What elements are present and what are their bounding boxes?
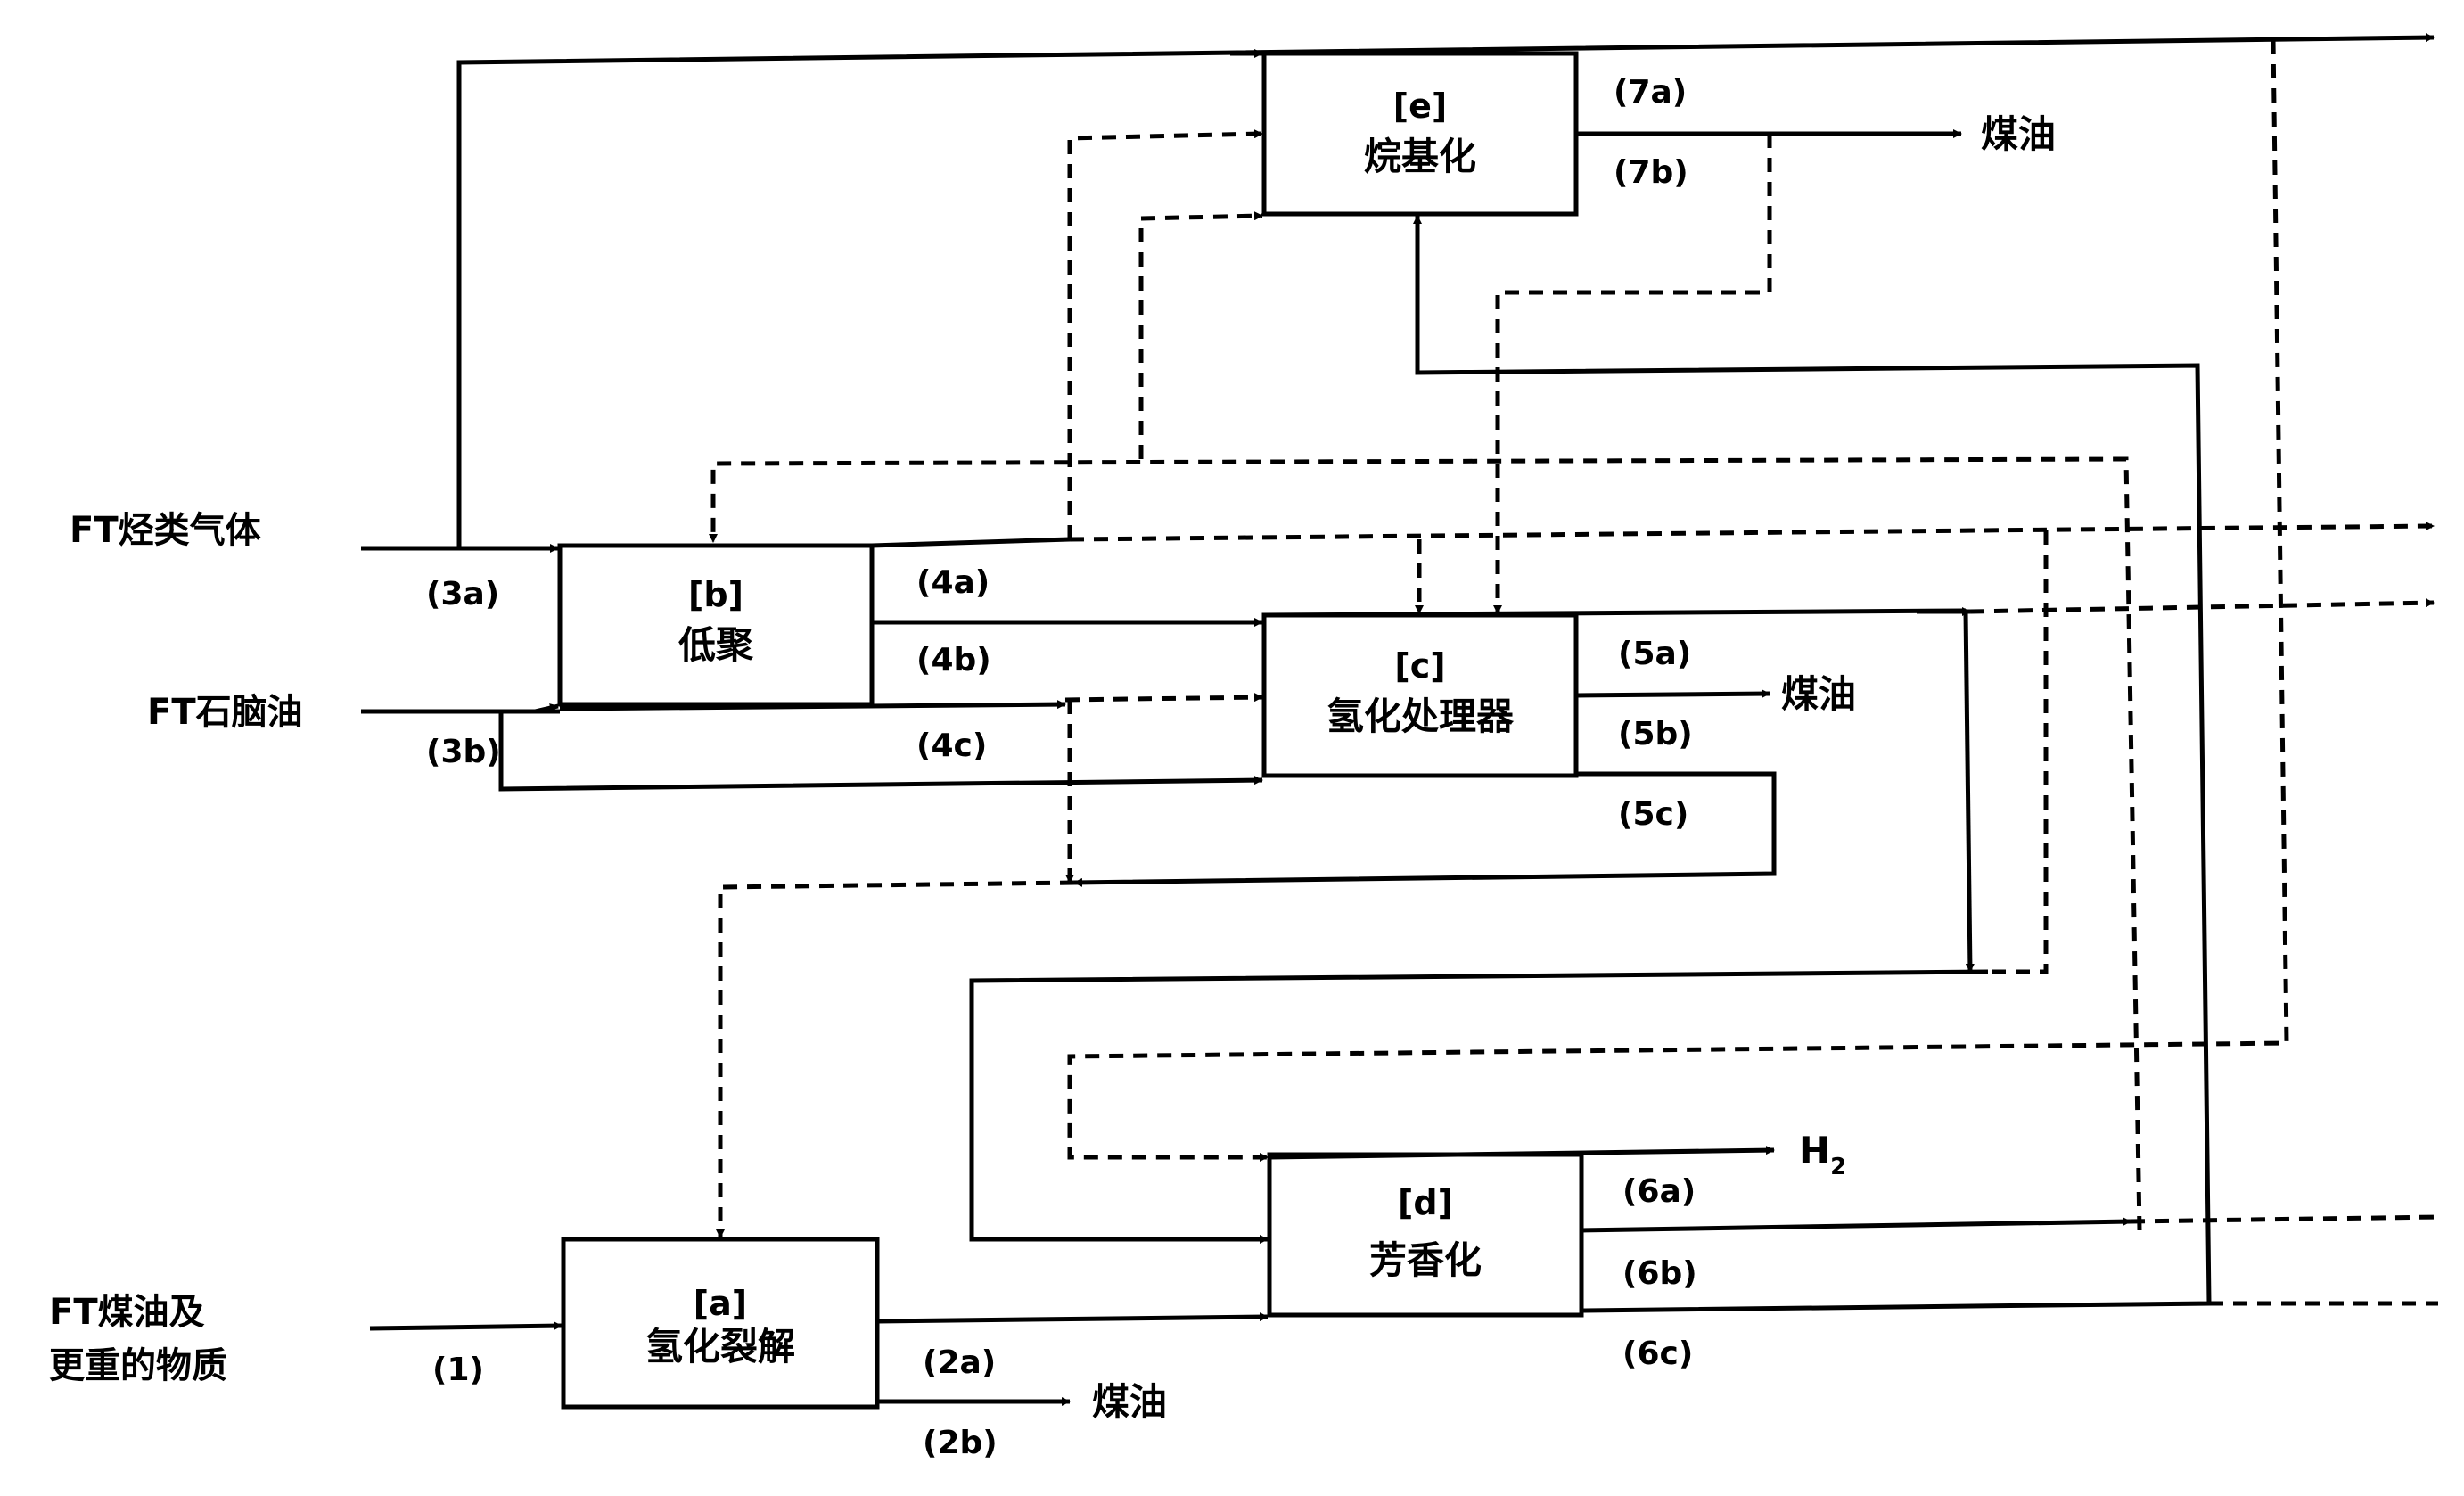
unit-a-id: [a] [694, 1284, 747, 1323]
feed-kerosene-label-1: FT煤油及 [49, 1292, 205, 1333]
unit-d-box [1267, 1152, 1584, 1318]
recycle-to-e-upper [1067, 129, 1263, 539]
stream-label-4b: (4b) [916, 642, 991, 678]
unit-b-id: [b] [688, 575, 743, 614]
stream-3b-line [498, 711, 1263, 792]
product-kerosene-a: 煤油 [1092, 1380, 1167, 1424]
solid-flows [361, 33, 2435, 1406]
stream-4c-dashed [1064, 693, 1263, 703]
unit-e-id: [e] [1393, 86, 1448, 126]
c-overhead-down [1963, 611, 1975, 973]
unit-a-name: 氢化裂解 [645, 1325, 795, 1369]
recycle-to-d [1067, 39, 2289, 1162]
unit-b-box [557, 543, 875, 707]
a-to-d-arrow [876, 1312, 1269, 1324]
recycle-to-b [709, 456, 2142, 1231]
stream-4a-line [871, 537, 1071, 548]
stream-label-7b: (7b) [1614, 154, 1688, 191]
stream-6a-dashed [2130, 1214, 2439, 1224]
recycle-to-e-lower [1138, 211, 1263, 459]
recycle-to-d-line [969, 969, 1989, 1244]
kerosene-feed-arrow [369, 1321, 563, 1331]
feed-gas-label: FT烃类气体 [70, 510, 261, 551]
stream-label-5b: (5b) [1618, 716, 1693, 752]
stream-6a-arrow [1581, 1217, 2131, 1233]
unit-d-name: 芳香化 [1369, 1238, 1482, 1282]
unit-d-id: [d] [1398, 1183, 1453, 1222]
stream-label-6b: (6b) [1622, 1255, 1697, 1292]
stream-label-2b: (2b) [923, 1425, 998, 1461]
stream-label-4a: (4a) [916, 564, 990, 601]
b-overhead-dashed [1069, 522, 2435, 542]
c-overhead-line [1263, 608, 1967, 618]
stream-label-2a: (2a) [923, 1344, 996, 1381]
stream-label-1: (1) [432, 1352, 484, 1388]
stream-label-6c: (6c) [1622, 1336, 1693, 1372]
stream-label-7a: (7a) [1614, 74, 1687, 111]
stream-5c-line [1073, 771, 1777, 887]
gas-bypass-line [456, 33, 2435, 548]
dashed-flows [709, 39, 2439, 1306]
product-kerosene-e: 煤油 [1981, 112, 2056, 156]
naphtha-main-arrow [559, 700, 1066, 711]
unit-c-id: [c] [1394, 646, 1445, 686]
stream-6c-line [1413, 215, 2212, 1313]
stream-label-3b: (3b) [426, 734, 501, 770]
stream-5a-arrow [1575, 689, 1770, 699]
stream-label-5c: (5c) [1618, 796, 1688, 833]
feed-kerosene-label-2: 更重的物质 [49, 1345, 227, 1386]
dashed-return-loop [1988, 530, 2049, 974]
unit-e-name: 烷基化 [1364, 135, 1476, 178]
unit-c-box [1261, 612, 1579, 778]
product-hydrogen: H2 [1799, 1129, 1846, 1180]
recycle-to-a [716, 880, 1075, 1238]
naphtha-to-b-arrow [534, 703, 559, 714]
product-kerosene-c: 煤油 [1781, 672, 1856, 716]
unit-b-name: 低聚 [678, 623, 754, 667]
h2-outlet-line [1269, 1146, 1775, 1160]
unit-c-name: 氢化处理器 [1326, 695, 1515, 738]
stream-label-4c: (4c) [916, 727, 987, 764]
unit-a-box [561, 1237, 880, 1410]
kerosene-recycle-to-c [1493, 134, 1772, 614]
unit-e-box [1261, 51, 1579, 217]
feed-naphtha-label: FT石脑油 [147, 692, 303, 733]
stream-label-6a: (6a) [1622, 1173, 1696, 1210]
stream-label-5a: (5a) [1618, 636, 1691, 672]
stream-label-3a: (3a) [426, 576, 499, 612]
